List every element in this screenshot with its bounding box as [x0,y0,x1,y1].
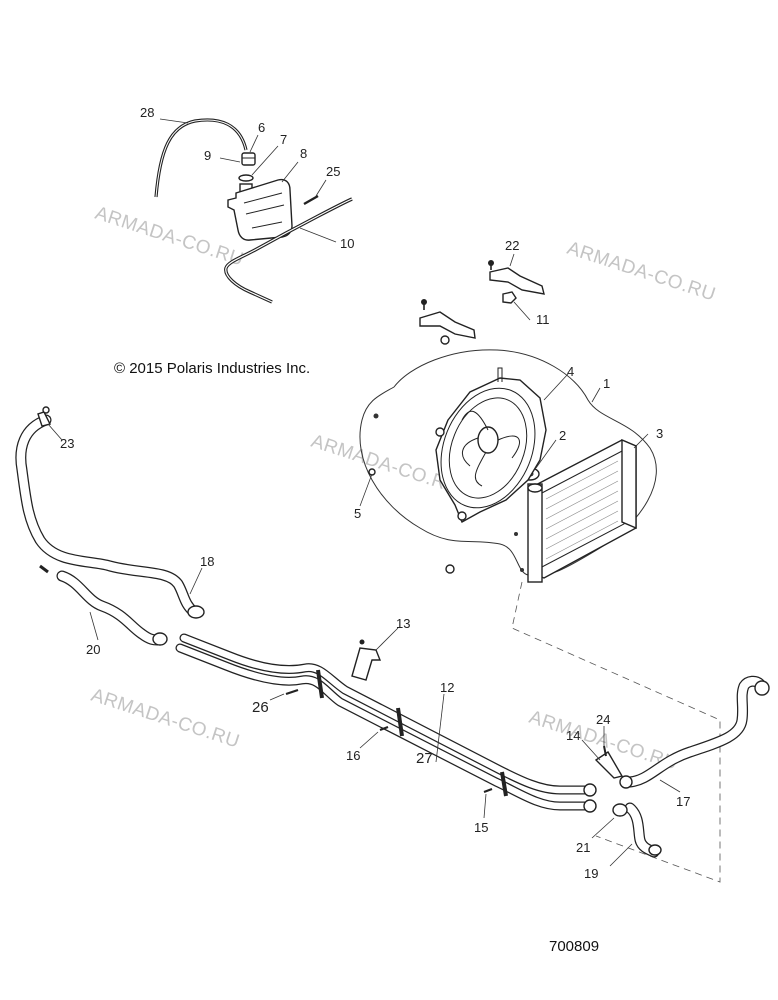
callout-2: 2 [559,428,566,443]
phantom-line [511,581,721,883]
callout-4: 4 [567,364,574,379]
callout-15: 15 [474,820,488,835]
reservoir-tank [227,178,293,241]
callout-10: 10 [340,236,354,251]
callout-6: 6 [258,120,265,135]
hose-lower-left [39,564,168,646]
reservoir-bolt [303,194,319,206]
tube-screw [285,688,299,696]
bracket-lower [419,311,476,339]
callout-22: 22 [505,238,519,253]
callouts: 1 2 3 4 5 6 7 8 9 10 11 12 13 14 15 16 1… [60,105,690,881]
callout-8: 8 [300,146,307,161]
callout-14: 14 [566,728,580,743]
callout-27: 27 [416,750,433,767]
drawing-number: 700809 [549,938,599,955]
callout-25: 25 [326,164,340,179]
watermark-2: ARMADA-CO.RU [564,238,718,306]
cap-o-ring [238,174,254,182]
radiator-assembly [359,349,657,583]
reservoir-group [154,118,353,304]
bracket-upper [489,267,545,295]
overflow-hose [154,118,248,198]
assembly-outline [359,349,657,577]
callout-7: 7 [280,132,287,147]
hose-lower-right [612,802,662,858]
callout-1: 1 [603,376,610,391]
callout-21: 21 [576,840,590,855]
leader-lines [47,118,681,867]
reservoir-cap [241,152,256,166]
copyright-notice: © 2015 Polaris Industries Inc. [114,360,310,377]
fan-brackets [419,260,545,345]
coolant-tubes [175,633,597,813]
callout-28: 28 [140,105,154,120]
watermark-1: ARMADA-CO.RU [92,203,246,271]
callout-12: 12 [440,680,454,695]
callout-17: 17 [676,794,690,809]
callout-18: 18 [200,554,214,569]
callout-19: 19 [584,866,598,881]
callout-3: 3 [656,426,663,441]
callout-13: 13 [396,616,410,631]
callout-23: 23 [60,436,74,451]
callout-26: 26 [252,699,269,716]
radiator [527,438,637,583]
callout-16: 16 [346,748,360,763]
hose-right [594,675,770,789]
callout-11: 11 [536,312,550,327]
callout-9: 9 [204,148,211,163]
bracket-nut [502,291,517,304]
cooling-fan [435,367,547,523]
watermark-4: ARMADA-CO.RU [88,685,242,753]
callout-5: 5 [354,506,361,521]
callout-20: 20 [86,642,100,657]
hose-upper-left [15,406,205,619]
callout-24: 24 [596,712,610,727]
